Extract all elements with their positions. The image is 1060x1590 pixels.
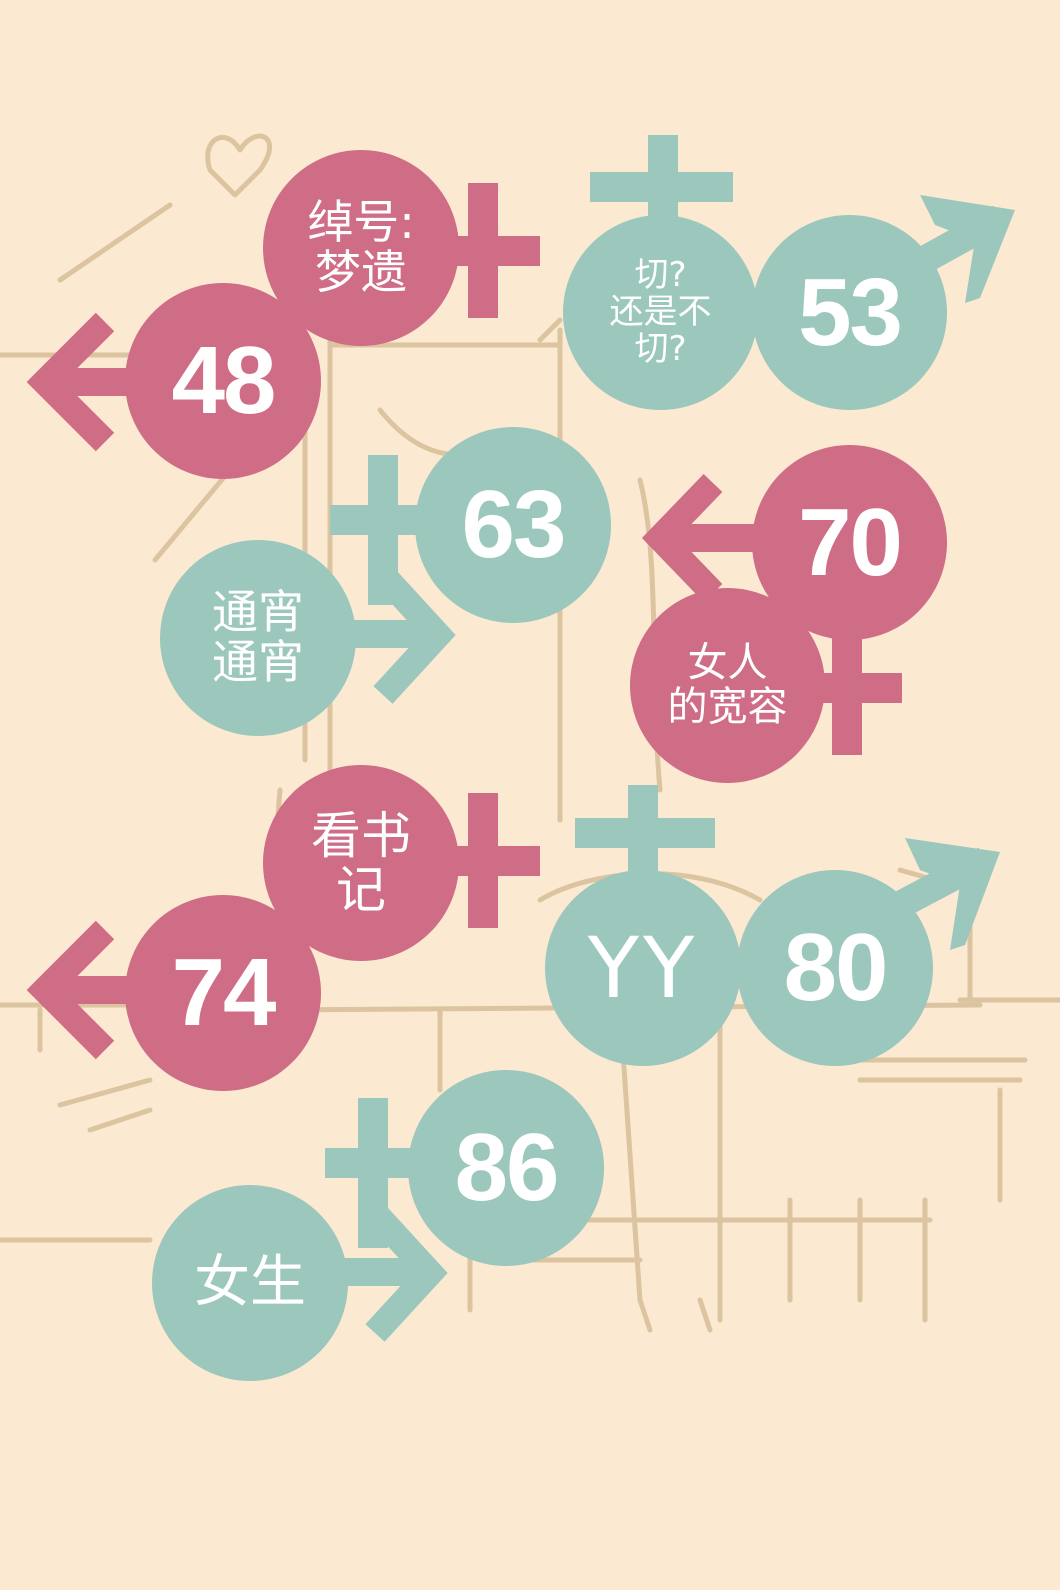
label-circle-80: YY (545, 870, 741, 1066)
number-70: 70 (798, 488, 903, 596)
arrow-head-icon (920, 195, 1015, 303)
number-80: 80 (783, 914, 889, 1021)
question-label: 切? 还是不 切? (609, 255, 712, 369)
label-circle-63: 通宵 通宵 (160, 540, 356, 736)
number-circle-86: 86 (408, 1070, 604, 1266)
number-circle-80: 80 (737, 870, 933, 1066)
number-86: 86 (454, 1114, 560, 1221)
left-arrow-icon (641, 473, 723, 603)
nickname-label: 绰号: 梦遗 (307, 195, 415, 299)
yy-label: YY (587, 918, 699, 1017)
label-circle-86: 女生 (152, 1185, 348, 1381)
male-symbol-80 (575, 785, 1000, 950)
label-circle-48: 绰号: 梦遗 (263, 150, 459, 346)
right-arrow-icon (373, 566, 456, 704)
label-circle-53: 切? 还是不 切? (563, 215, 758, 410)
male-symbol-53 (590, 135, 1015, 303)
all-nighter-label: 通宵 通宵 (212, 585, 304, 689)
number-74: 74 (171, 939, 277, 1046)
number-circle-63: 63 (415, 427, 611, 623)
number-63: 63 (461, 471, 567, 578)
number-circle-74: 74 (125, 895, 321, 1091)
left-arrow-icon (26, 920, 115, 1060)
girls-label: 女生 (194, 1249, 306, 1315)
number-53: 53 (798, 258, 903, 366)
reading-label: 看书 记 (311, 807, 411, 919)
label-circle-74: 看书 记 (263, 765, 459, 961)
number-circle-53: 53 (752, 215, 947, 410)
number-48: 48 (171, 327, 277, 434)
left-arrow-icon (26, 312, 115, 452)
right-arrow-icon (365, 1204, 448, 1342)
arrow-head-icon (905, 838, 1000, 950)
number-circle-48: 48 (125, 283, 321, 479)
tolerance-label: 女人 的宽容 (667, 640, 788, 730)
label-circle-70: 女人 的宽容 (630, 588, 825, 783)
